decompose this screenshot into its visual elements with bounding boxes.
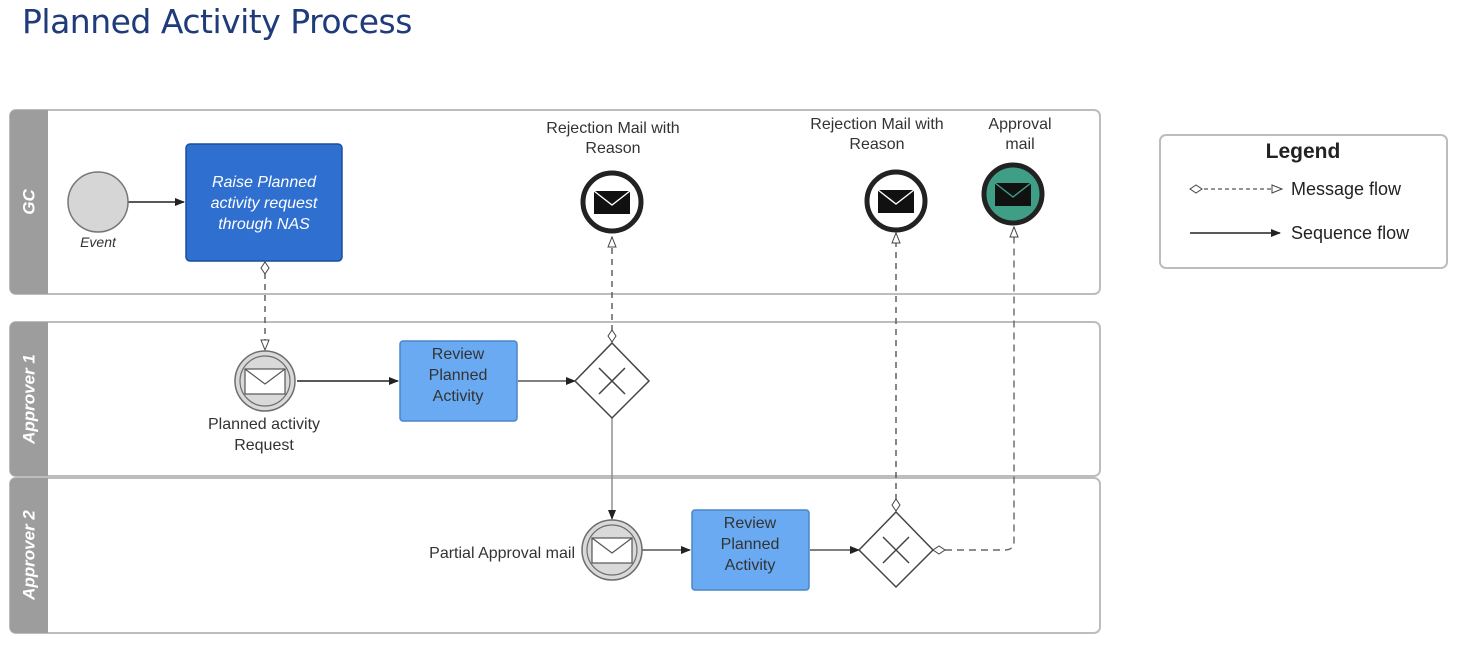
review2-line-1: Review	[724, 515, 777, 532]
request-event-label-2: Request	[234, 437, 294, 454]
exclusive-gateway-1[interactable]	[573, 341, 651, 420]
legend-sequence-flow-label: Sequence flow	[1291, 223, 1410, 243]
lane-label-gc: GC	[20, 189, 39, 215]
request-event-label-1: Planned activity	[208, 416, 320, 433]
envelope-icon	[591, 537, 633, 564]
rejection2-label-1: Rejection Mail with	[810, 116, 943, 133]
legend-message-flow-label: Message flow	[1291, 179, 1402, 199]
lane-approver-1: Approver 1	[9, 321, 1101, 477]
legend-title: Legend	[1266, 140, 1341, 163]
envelope-icon	[244, 368, 286, 395]
start-event[interactable]	[67, 171, 129, 233]
rejection-mail-event-2[interactable]	[864, 169, 928, 233]
review-planned-activity-task-2[interactable]: Review Planned Activity	[691, 509, 810, 591]
approval-label-1: Approval	[988, 116, 1051, 133]
start-event-label: Event	[80, 234, 117, 250]
envelope-icon	[593, 190, 631, 214]
legend: Legend Message flow Sequence flow	[1159, 134, 1448, 269]
raise-planned-activity-task[interactable]: Raise Planned activity request through N…	[185, 143, 343, 262]
review1-line-2: Planned	[429, 367, 488, 384]
review-planned-activity-task-1[interactable]: Review Planned Activity	[399, 340, 518, 422]
rejection-mail-event-1[interactable]	[580, 170, 644, 234]
review1-line-1: Review	[432, 346, 485, 363]
raise-task-line-2: activity request	[211, 195, 318, 212]
lane-label-approver-2: Approver 2	[20, 510, 39, 601]
page-title: Planned Activity Process	[22, 2, 412, 41]
exclusive-gateway-2[interactable]	[857, 510, 935, 589]
planned-activity-request-event[interactable]	[234, 350, 296, 412]
envelope-icon	[877, 189, 915, 213]
rejection1-label-2: Reason	[585, 140, 640, 157]
rejection1-label-1: Rejection Mail with	[546, 120, 679, 137]
review1-line-3: Activity	[433, 388, 484, 405]
rejection2-label-2: Reason	[849, 136, 904, 153]
message-flow-gateway2-to-approval	[933, 227, 1014, 550]
review2-line-2: Planned	[721, 536, 780, 553]
lane-label-approver-1: Approver 1	[20, 354, 39, 445]
lane-approver-2: Approver 2	[9, 477, 1101, 634]
raise-task-line-1: Raise Planned	[212, 174, 317, 191]
partial-approval-label: Partial Approval mail	[429, 545, 575, 562]
raise-task-line-3: through NAS	[218, 216, 310, 233]
approval-mail-event[interactable]	[981, 162, 1045, 226]
review2-line-3: Activity	[725, 557, 776, 574]
envelope-icon	[994, 182, 1032, 206]
partial-approval-event[interactable]	[581, 519, 643, 581]
approval-label-2: mail	[1005, 136, 1034, 153]
